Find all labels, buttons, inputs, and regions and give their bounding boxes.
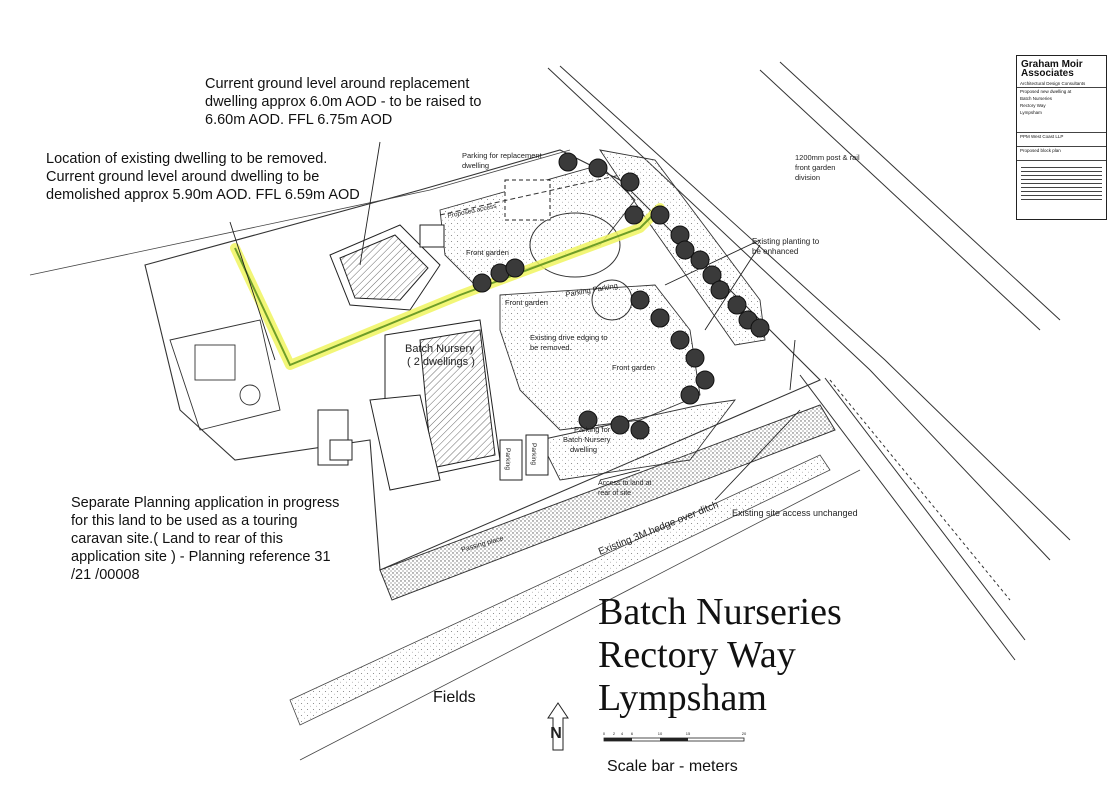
site-boundary: [144, 149, 821, 571]
tree-symbol: [650, 308, 670, 328]
label-batch-nursery-1: Batch Nursery: [405, 343, 475, 355]
label-batch-nursery-2: ( 2 dwellings ): [407, 356, 475, 368]
label-parking-replacement-1: Parking for replacement: [462, 151, 543, 160]
project-line-2: Batch Nurseries: [1020, 96, 1053, 101]
scale-tick-label: 6: [631, 731, 634, 736]
tree-symbol: [558, 152, 578, 172]
tree-symbol: [610, 415, 630, 435]
drawing-title: Proposed block plan: [1020, 148, 1061, 153]
tree-symbol: [578, 410, 598, 430]
project-line-1: Proposed new dwelling at: [1020, 89, 1072, 94]
label-access-land-2: rear of site: [598, 490, 631, 497]
tree-symbol: [690, 250, 710, 270]
label-front-garden-2: Front garden: [505, 298, 548, 307]
label-parking-batch-3: dwelling: [570, 445, 597, 454]
tree-symbol: [620, 172, 640, 192]
proposed-access-line: [439, 174, 621, 216]
tree-symbol: [710, 280, 730, 300]
label-drive-edging-1: Existing drive edging to: [530, 333, 608, 342]
label-parking-batch-2: Batch Nursery: [563, 435, 611, 444]
label-parking-vertical-2: Parking: [530, 443, 537, 465]
site-title-1: Batch Nurseries: [598, 591, 842, 633]
drive-oval: [529, 212, 621, 278]
title-block: Graham Moir Associates Architectural Des…: [1016, 55, 1107, 220]
label-fields: Fields: [433, 689, 476, 706]
road-rectory-way: [547, 61, 1071, 661]
client-name: PPM West Coast LLP: [1020, 134, 1064, 139]
title-block-fine-print: [1021, 167, 1102, 201]
replacement-dwelling: [329, 224, 445, 311]
project-line-4: Lympsham: [1020, 110, 1042, 115]
batch-nursery-building: [369, 319, 549, 491]
leader-lines: [229, 141, 801, 501]
site-title-2: Rectory Way: [598, 634, 796, 676]
highlight-line: [234, 207, 661, 367]
tree-symbol: [702, 265, 722, 285]
outbuildings: [317, 179, 551, 466]
note-replacement-level: Current ground level around replacement …: [205, 76, 482, 128]
label-post-rail-2: front garden: [795, 163, 835, 172]
north-arrow: N: [547, 702, 569, 751]
north-label: N: [550, 725, 562, 742]
label-parking-batch-1: Parking for: [574, 425, 611, 434]
tree-symbol: [624, 205, 644, 225]
scale-tick-label: 2: [613, 731, 616, 736]
label-drive-edging-2: be removed.: [530, 343, 572, 352]
firm-name-1: Graham Moir: [1021, 59, 1083, 70]
tree-symbol: [695, 370, 715, 390]
tree-symbol: [472, 273, 492, 293]
site-title-3: Lympsham: [598, 677, 767, 719]
label-front-garden-3: Front garden: [612, 363, 655, 372]
tree-group: [472, 152, 770, 440]
label-scale-bar: Scale bar - meters: [607, 758, 738, 775]
scale-tick-label: 20: [742, 731, 747, 736]
scale-tick-label: 0: [603, 731, 606, 736]
tree-symbol: [685, 348, 705, 368]
tree-symbol: [727, 295, 747, 315]
label-parking-vertical-1: Parking: [504, 448, 511, 470]
tree-symbol: [675, 240, 695, 260]
tree-symbol: [588, 158, 608, 178]
tree-symbol: [750, 318, 770, 338]
label-post-rail-1: 1200mm post & rail: [795, 153, 860, 162]
label-site-access: Existing site access unchanged: [732, 508, 858, 518]
note-planning-application: Separate Planning application in progres…: [71, 495, 340, 583]
label-existing-planting-2: be enhanced: [752, 247, 798, 256]
label-parking-replacement-2: dwelling: [462, 161, 489, 170]
scale-tick-label: 10: [658, 731, 663, 736]
tree-symbol: [650, 205, 670, 225]
scale-tick-label: 4: [621, 731, 624, 736]
tree-symbol: [630, 420, 650, 440]
firm-address: Architectural Design Consultants: [1020, 81, 1086, 86]
firm-name-2: Associates: [1021, 68, 1074, 79]
tree-symbol: [680, 385, 700, 405]
tree-symbol: [630, 290, 650, 310]
label-access-land-1: Access to land at: [598, 480, 651, 487]
label-front-garden-1: Front garden: [466, 248, 509, 257]
scale-tick-label: 15: [686, 731, 691, 736]
project-line-3: Rectory Way: [1020, 103, 1046, 108]
note-existing-dwelling: Location of existing dwelling to be remo…: [46, 151, 360, 203]
label-existing-planting-1: Existing planting to: [752, 237, 820, 246]
tree-symbol: [670, 330, 690, 350]
tree-symbol: [505, 258, 525, 278]
existing-dwelling: [169, 319, 281, 431]
field-margin: [289, 454, 831, 726]
label-post-rail-3: division: [795, 173, 820, 182]
